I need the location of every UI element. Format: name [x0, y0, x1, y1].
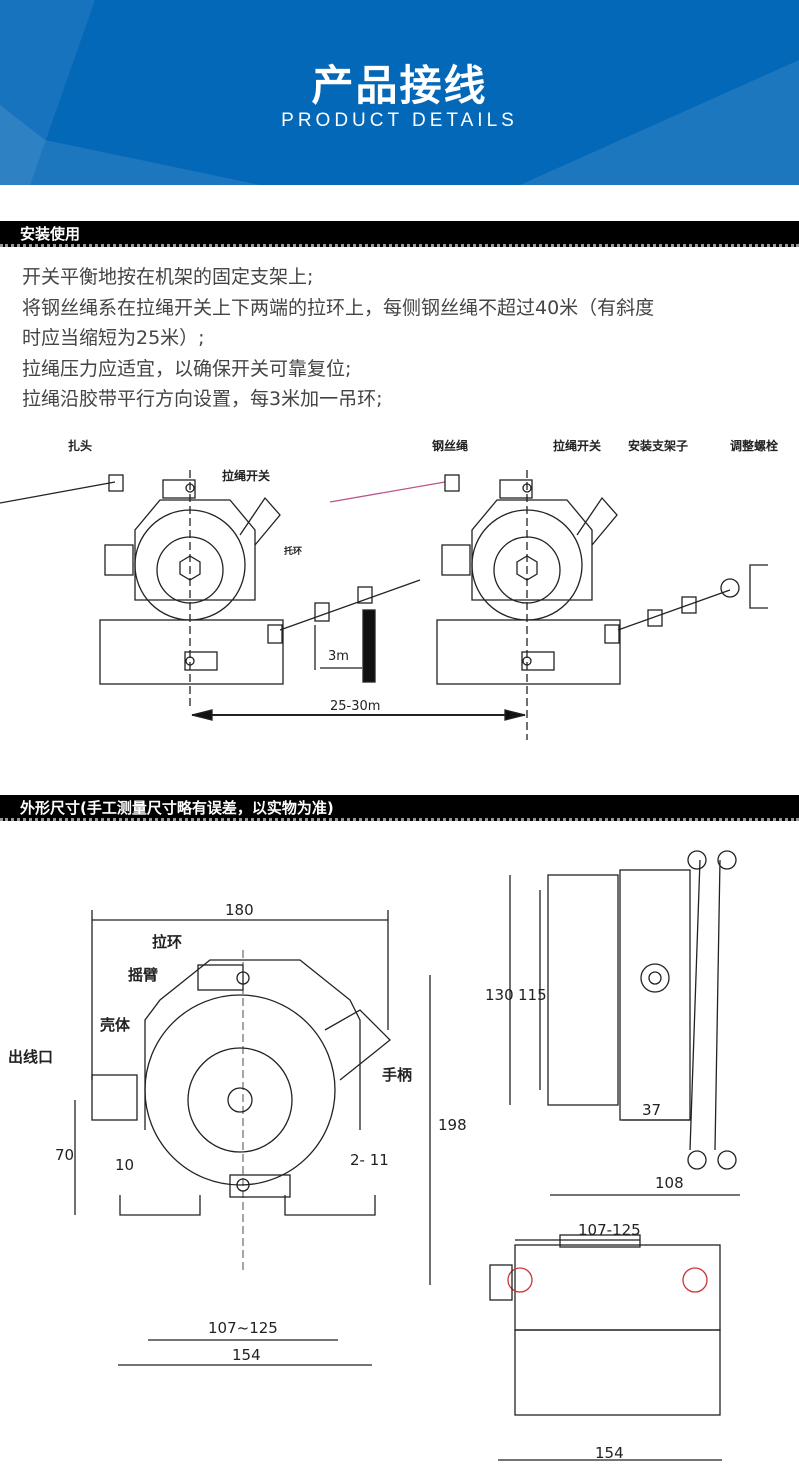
label-tie-head: 扎头 — [68, 438, 92, 453]
banner-subtitle: PRODUCT DETAILS — [281, 110, 518, 131]
switch-unit-left — [99, 470, 284, 710]
label-housing: 壳体 — [99, 1016, 131, 1034]
banner-decoration — [0, 0, 799, 185]
dim-108: 108 — [655, 1174, 684, 1192]
instruction-line: 将钢丝绳系在拉绳开关上下两端的拉环上，每侧钢丝绳不超过40米（有斜度 — [22, 296, 655, 319]
label-pull-switch-right: 拉绳开关 — [553, 438, 601, 453]
dim-107-125: 107~125 — [208, 1319, 278, 1337]
label-3m: 3m — [328, 649, 349, 664]
dim-bottom-width: 154 — [595, 1444, 624, 1462]
label-swing-arm: 摇臂 — [128, 966, 158, 984]
instruction-line: 时应当缩短为25米）; — [22, 327, 205, 349]
instruction-line: 拉绳压力应适宜，以确保开关可靠复位; — [22, 357, 352, 380]
dim-115: 115 — [518, 986, 547, 1004]
label-cable-outlet: 出线口 — [8, 1048, 53, 1066]
dim-180: 180 — [225, 901, 254, 919]
installation-diagram: 扎头 拉绳开关 托环 钢丝绳 拉绳开关 安装支架子 调整螺栓 3m 25-30m — [0, 438, 778, 740]
dim-10: 10 — [115, 1156, 134, 1174]
dim-198: 198 — [438, 1116, 467, 1134]
label-handle: 手柄 — [382, 1066, 412, 1084]
dim-154: 154 — [232, 1346, 261, 1364]
dim-70: 70 — [55, 1146, 74, 1164]
switch-unit-right — [436, 470, 621, 740]
label-wire-rope: 钢丝绳 — [432, 438, 468, 453]
dim-130: 130 — [485, 986, 514, 1004]
label-pull-ring: 拉环 — [152, 933, 182, 951]
label-adjust-bolt: 调整螺栓 — [730, 438, 778, 453]
label-bracket: 安装支架子 — [628, 438, 688, 453]
label-pull-switch-left: 拉绳开关 — [222, 468, 270, 483]
label-support-ring: 托环 — [284, 545, 302, 557]
banner-title: 产品接线 — [311, 61, 488, 110]
install-instructions: 开关平衡地按在机架的固定支架上; 将钢丝绳系在拉绳开关上下两端的拉环上，每侧钢丝… — [22, 262, 654, 415]
dim-37: 37 — [642, 1101, 661, 1119]
instruction-line: 拉绳沿胶带平行方向设置，每3米加一吊环; — [22, 388, 383, 410]
dimension-drawing: 180 拉环 摇臂 壳体 出线口 手柄 198 70 10 2- 11 107~… — [8, 850, 740, 1462]
instruction-line: 开关平衡地按在机架的固定支架上; — [22, 266, 314, 288]
header-banner: 产品接线 PRODUCT DETAILS — [0, 0, 799, 185]
bottom-view — [489, 1234, 722, 1461]
front-view — [74, 910, 431, 1366]
section-title-install: 安装使用 — [0, 221, 799, 247]
dim-bottom-span: 107-125 — [578, 1221, 641, 1239]
wire-rope-lines — [0, 474, 768, 721]
dim-holes: 2- 11 — [350, 1151, 389, 1169]
label-25-30m: 25-30m — [330, 699, 380, 714]
side-view — [509, 850, 740, 1196]
section-title-dimensions: 外形尺寸(手工测量尺寸略有误差，以实物为准) — [0, 795, 799, 821]
